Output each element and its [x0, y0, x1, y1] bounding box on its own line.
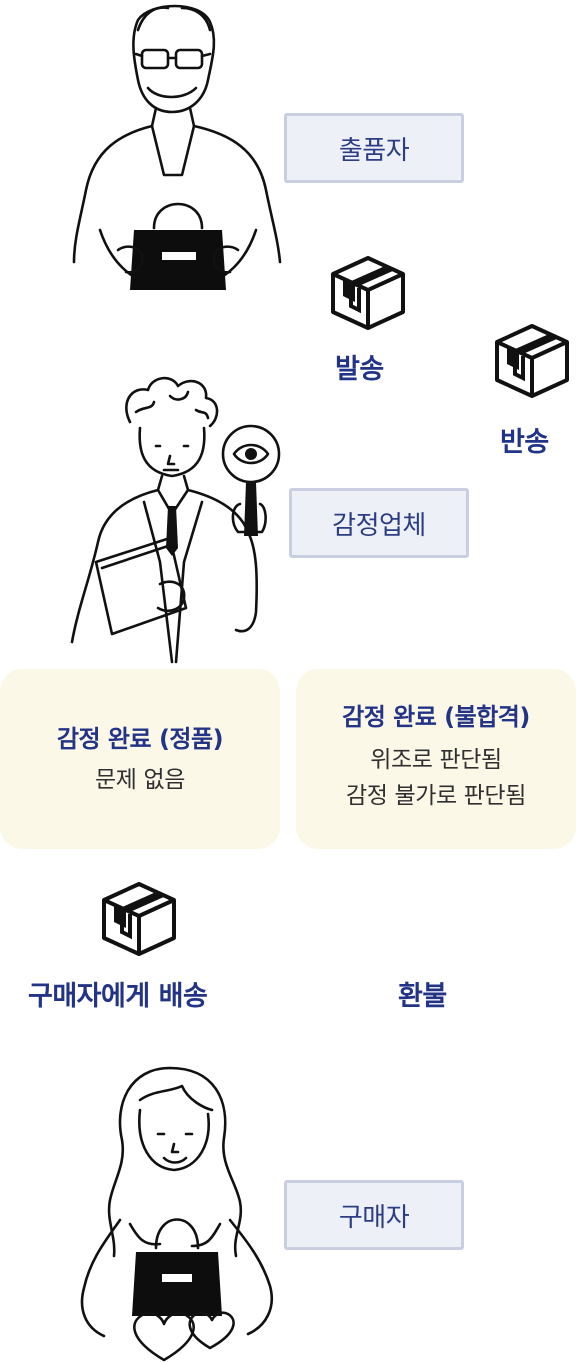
heart-icon [133, 1311, 195, 1362]
box-icon [331, 256, 405, 330]
seller-illustration [72, 4, 282, 290]
result-card-failed: 감정 완료 (불합격) 위조로 판단됨 감정 불가로 판단됨 [296, 669, 576, 849]
result-line: 위조로 판단됨 [370, 747, 502, 773]
return-label: 반송 [500, 427, 549, 458]
appraiser-illustration [70, 376, 281, 664]
ship-to-buyer-label: 구매자에게 배송 [28, 981, 208, 1012]
box-icon [102, 882, 176, 956]
buyer-label: 구매자 [284, 1180, 464, 1250]
appraiser-label: 감정업체 [289, 488, 469, 558]
result-title-genuine: 감정 완료 (정품) [56, 725, 224, 753]
refund-label: 환불 [398, 981, 447, 1012]
buyer-illustration [80, 1066, 273, 1362]
heart-icon [188, 1311, 235, 1350]
result-line: 문제 없음 [95, 767, 185, 793]
result-line: 감정 불가로 판단됨 [346, 783, 526, 809]
seller-label: 출품자 [284, 113, 464, 183]
result-card-genuine: 감정 완료 (정품) 문제 없음 [0, 669, 280, 849]
result-title-failed: 감정 완료 (불합격) [342, 703, 530, 731]
box-icon [495, 324, 569, 398]
send-label: 발송 [335, 354, 384, 385]
